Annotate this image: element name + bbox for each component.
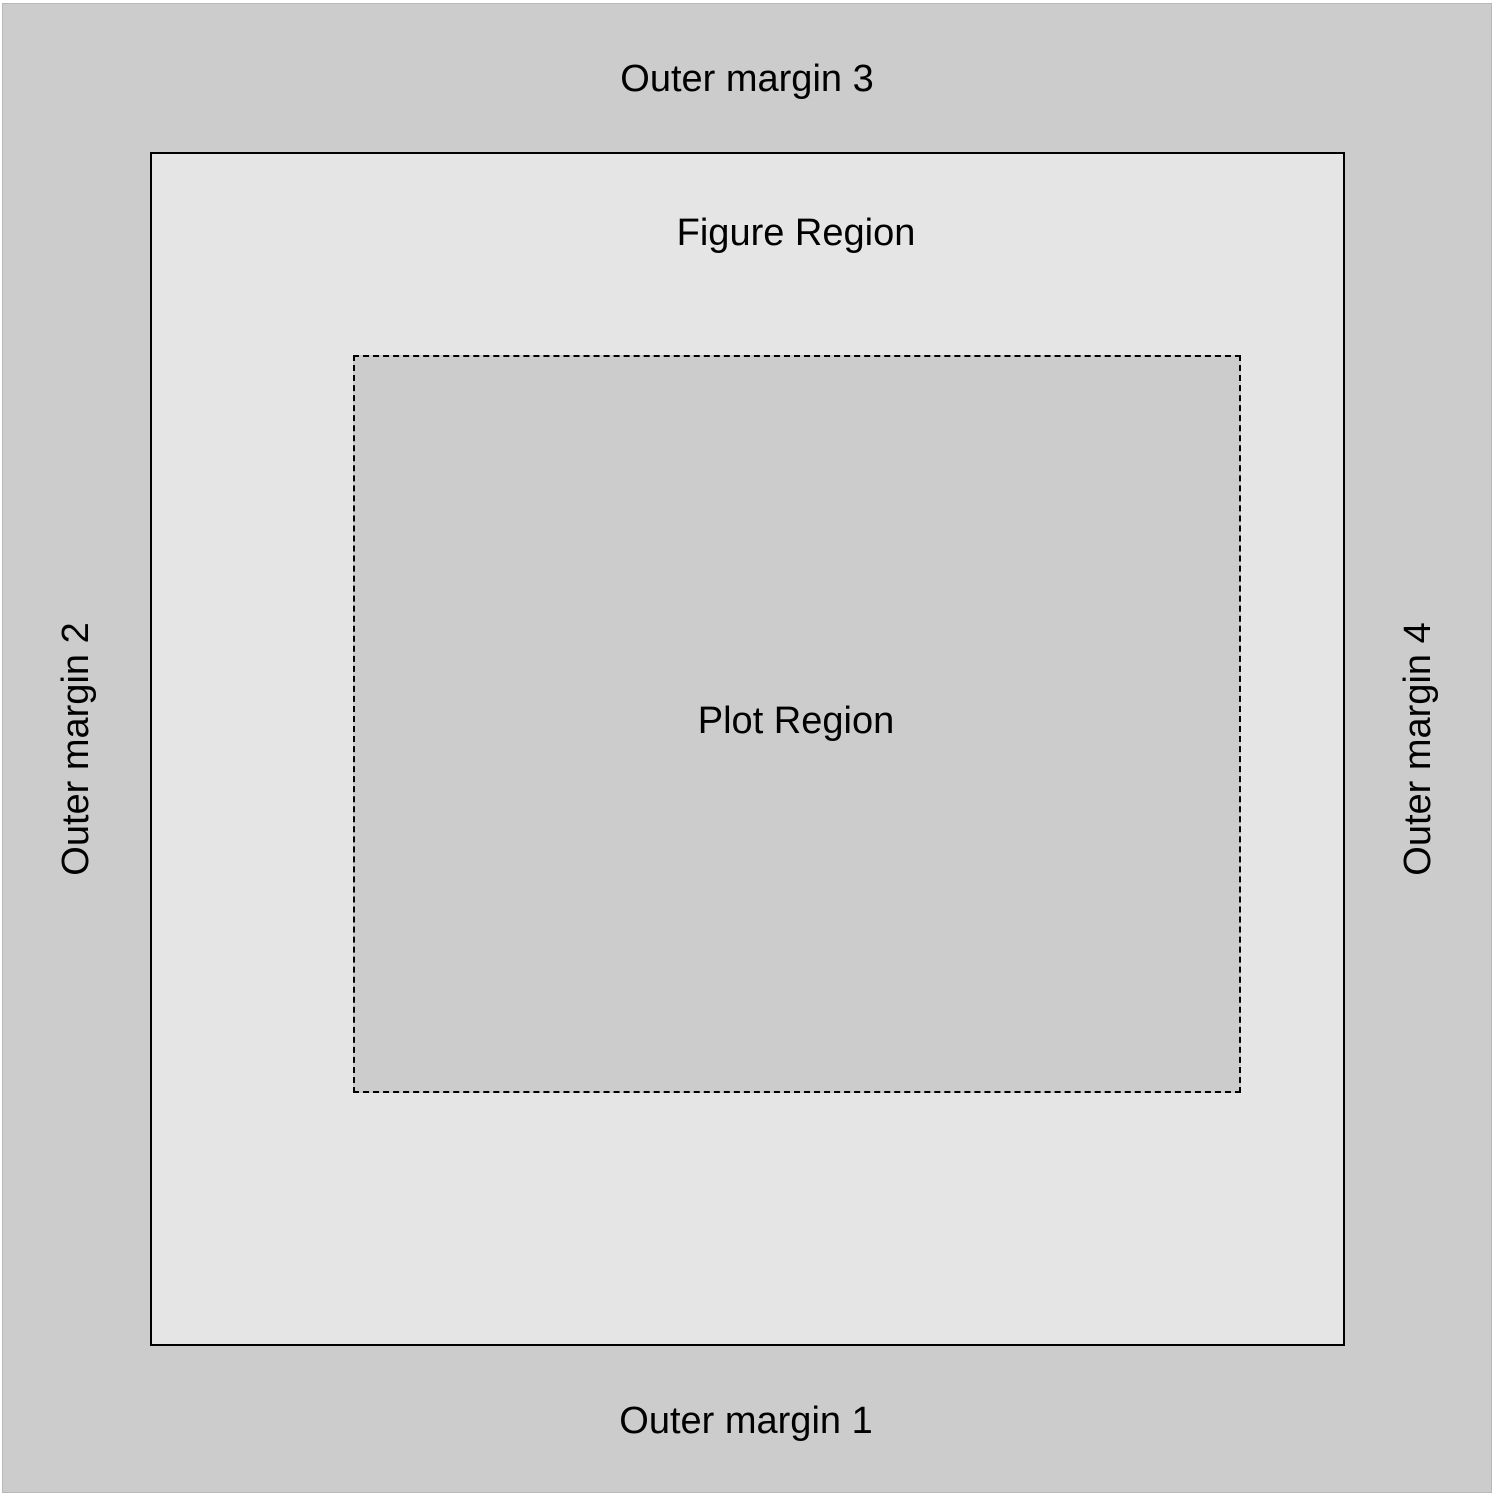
plot-region-label: Plot Region: [697, 700, 895, 742]
outer-margin-3-label: Outer margin 3: [620, 58, 874, 100]
outer-margin-4-label: Outer margin 4: [1397, 622, 1439, 876]
outer-margin-1-label: Outer margin 1: [619, 1400, 873, 1442]
plot-region-box: [353, 355, 1241, 1093]
figure-region-label: Figure Region: [676, 212, 916, 254]
outer-margin-2-label: Outer margin 2: [55, 622, 97, 876]
